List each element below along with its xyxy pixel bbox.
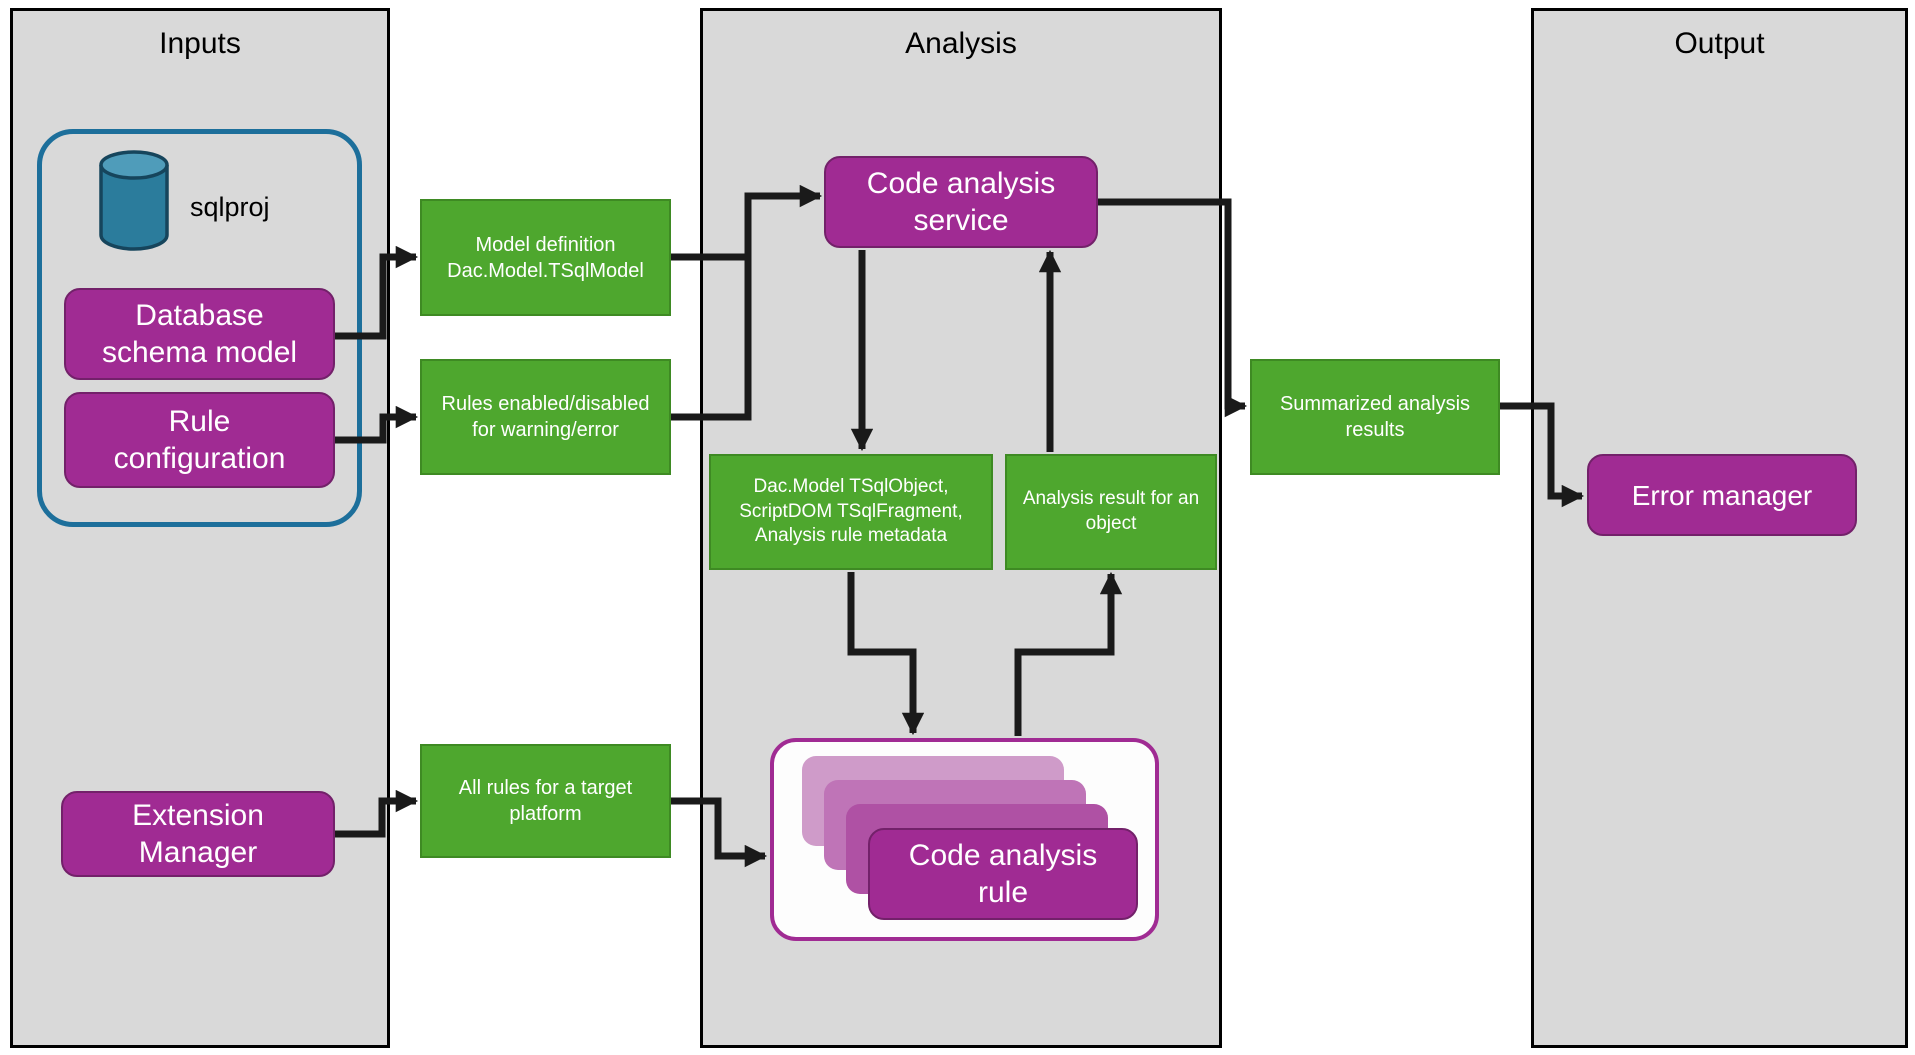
code-analysis-rule-node: Code analysis rule [868, 828, 1138, 920]
output-panel-title: Output [1674, 27, 1765, 60]
code-analysis-service-node: Code analysis service [824, 156, 1098, 248]
all-rules-node: All rules for a target platform [420, 744, 671, 858]
rules-enabled-node: Rules enabled/disabled for warning/error [420, 359, 671, 475]
inputs-panel-title: Inputs [159, 27, 241, 60]
code-analysis-rule-stack: Code analysis rule [770, 738, 1159, 941]
rule-configuration-node: Rule configuration [64, 392, 335, 488]
analysis-panel-title: Analysis [905, 27, 1017, 60]
extension-manager-node: Extension Manager [61, 791, 335, 877]
error-manager-node: Error manager [1587, 454, 1857, 536]
sqlproj-label: sqlproj [190, 192, 270, 222]
database-cylinder-icon [99, 150, 169, 251]
database-schema-model-node: Database schema model [64, 288, 335, 380]
summarized-results-node: Summarized analysis results [1250, 359, 1500, 475]
object-metadata-node: Dac.Model TSqlObject, ScriptDOM TSqlFrag… [709, 454, 993, 570]
analysis-result-node: Analysis result for an object [1005, 454, 1217, 570]
model-definition-node: Model definition Dac.Model.TSqlModel [420, 199, 671, 316]
